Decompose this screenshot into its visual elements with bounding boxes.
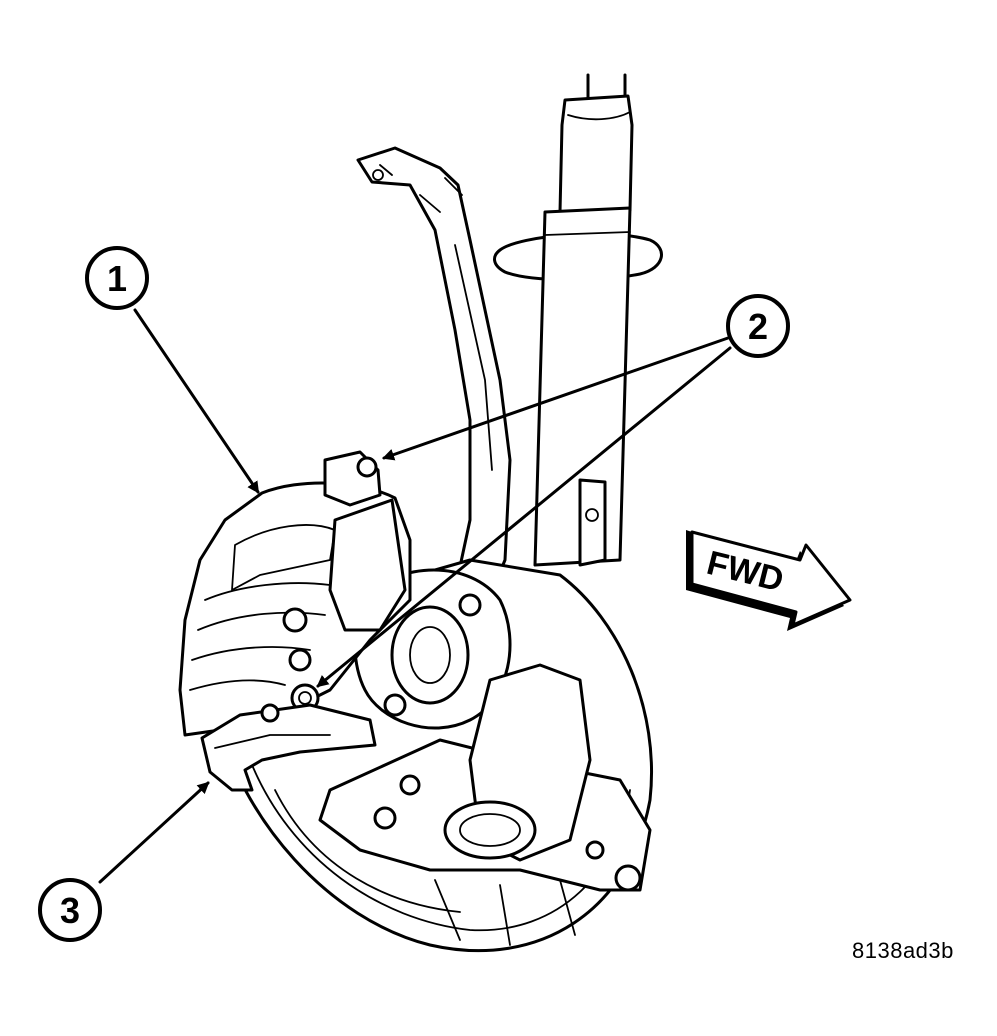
caliper-adapter <box>200 703 377 792</box>
leader-arrow-3 <box>98 781 210 884</box>
callout-1: 1 <box>85 246 149 310</box>
callout-2-number: 2 <box>748 306 768 347</box>
callout-1-number: 1 <box>107 258 127 299</box>
figure-id: 8138ad3b <box>852 938 954 963</box>
leader-arrow-2a <box>382 336 730 461</box>
callout-2: 2 <box>726 294 790 358</box>
brake-caliper <box>178 450 412 737</box>
leader-arrow-2b <box>316 346 732 688</box>
forward-direction-arrow: FWD <box>686 530 852 631</box>
strut-assembly <box>493 73 663 567</box>
callout-3-number: 3 <box>60 890 80 931</box>
leader-arrow-1 <box>133 308 260 494</box>
callout-3: 3 <box>38 878 102 942</box>
